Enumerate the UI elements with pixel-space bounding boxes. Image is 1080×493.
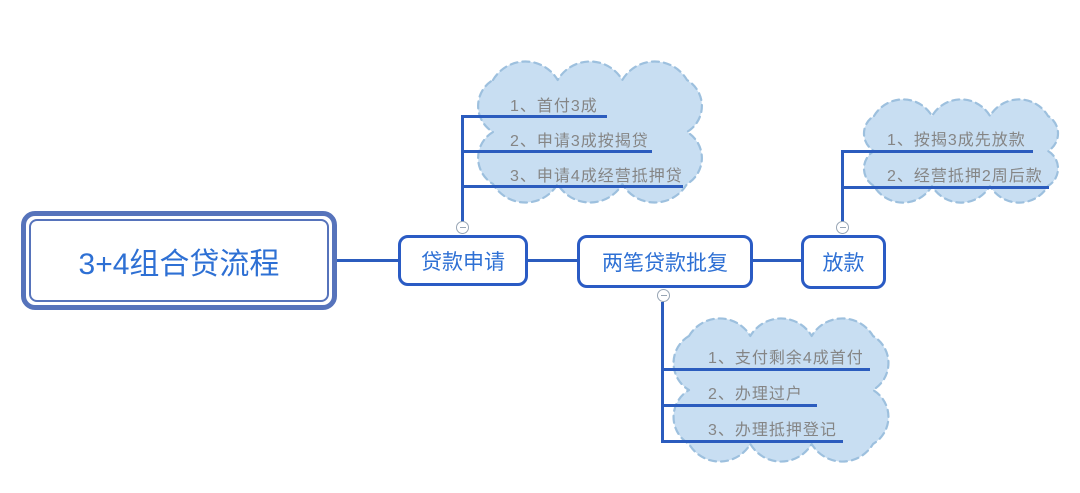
note-underline <box>461 185 683 188</box>
note-item[interactable]: 2、经营抵押2周后款 <box>887 168 1043 185</box>
collapse-toggle-apply-notes[interactable] <box>456 221 469 234</box>
topic-two-loan-approval[interactable]: 两笔贷款批复 <box>577 235 753 288</box>
note-item[interactable]: 1、按揭3成先放款 <box>887 132 1026 149</box>
connector-approval-disburse <box>753 259 801 262</box>
branch-trunk-apply-notes <box>461 115 464 222</box>
note-underline <box>661 368 870 371</box>
collapse-toggle-approval-notes[interactable] <box>657 289 670 302</box>
topic-disbursement[interactable]: 放款 <box>801 235 886 289</box>
root-topic-label: 3+4组合贷流程 <box>78 247 280 281</box>
topic-label: 两笔贷款批复 <box>602 251 728 275</box>
note-item[interactable]: 1、首付3成 <box>510 98 598 115</box>
note-underline <box>841 186 1049 189</box>
topic-loan-application[interactable]: 贷款申请 <box>398 235 528 286</box>
note-item[interactable]: 2、申请3成按揭贷 <box>510 133 649 150</box>
collapse-toggle-disburse-notes[interactable] <box>836 221 849 234</box>
note-item[interactable]: 1、支付剩余4成首付 <box>708 350 864 367</box>
minus-icon <box>660 294 667 297</box>
note-item[interactable]: 3、办理抵押登记 <box>708 422 837 439</box>
cloud-boundary-approval-notes <box>672 317 890 463</box>
connector-apply-approval <box>528 259 577 262</box>
note-underline <box>461 115 607 118</box>
minus-icon <box>459 226 466 229</box>
minus-icon <box>839 226 846 229</box>
topic-label: 贷款申请 <box>421 250 505 274</box>
connector-root-apply <box>337 259 398 262</box>
note-underline <box>661 404 817 407</box>
cloud-boundary-apply-notes <box>477 60 703 204</box>
note-underline <box>841 150 1033 153</box>
root-topic[interactable]: 3+4组合贷流程 <box>21 211 337 310</box>
cloud-shape <box>672 317 890 463</box>
note-underline <box>661 440 843 443</box>
cloud-shape <box>477 60 703 204</box>
note-item[interactable]: 2、办理过户 <box>708 386 803 403</box>
branch-trunk-approval-notes <box>661 302 664 443</box>
root-topic-frame: 3+4组合贷流程 <box>29 219 329 302</box>
topic-label: 放款 <box>822 252 865 275</box>
note-underline <box>461 150 652 153</box>
note-item[interactable]: 3、申请4成经营抵押贷 <box>510 168 683 185</box>
